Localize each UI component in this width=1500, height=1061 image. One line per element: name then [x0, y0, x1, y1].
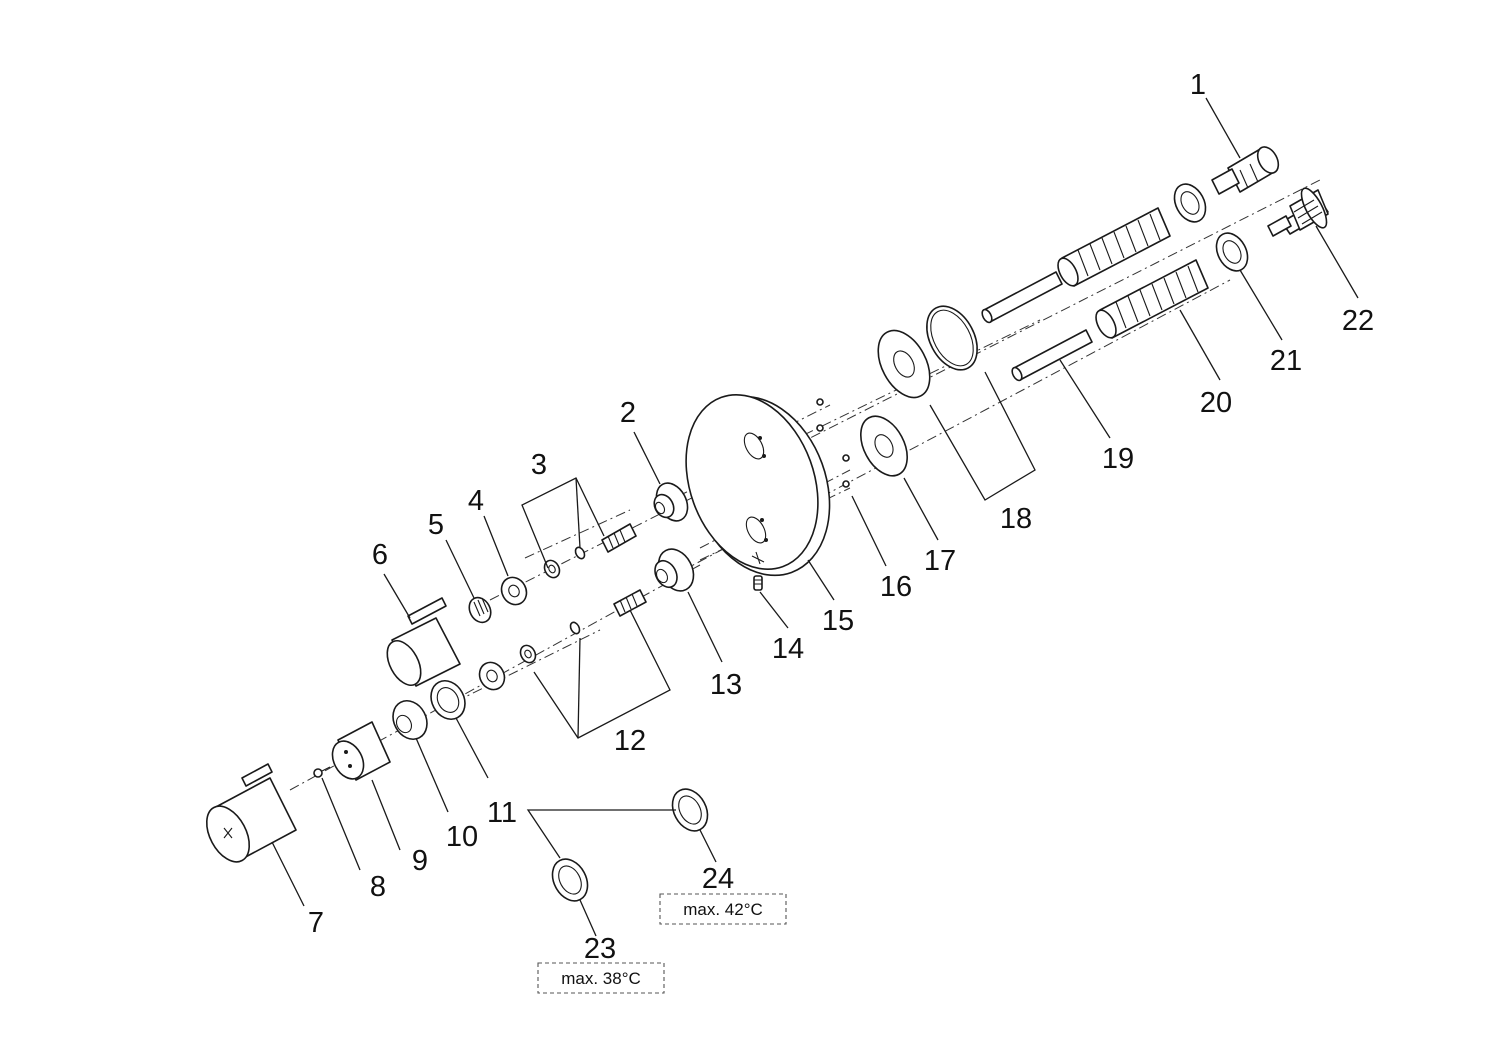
- label-part-2: 2: [620, 397, 636, 429]
- label-part-20: 20: [1200, 387, 1232, 419]
- part-labels: 1 2 3 4 5 6 7 8 9 10 11 12 13 14 15 16 1…: [308, 69, 1374, 965]
- note-max-42-text: max. 42°C: [683, 900, 763, 919]
- part-12-washer: [569, 621, 581, 635]
- part-24-limiter: [671, 788, 709, 832]
- part-20-sleeve-upper: [1057, 207, 1171, 287]
- part-10-nut: [392, 700, 428, 740]
- part-6-handle: [386, 597, 461, 687]
- label-part-18: 18: [1000, 503, 1032, 535]
- label-part-11: 11: [487, 797, 517, 829]
- note-max-38-text: max. 38°C: [561, 969, 641, 988]
- part-18-rosette: [877, 329, 931, 399]
- part-22-cartridge: [1267, 187, 1329, 237]
- label-part-3: 3: [531, 449, 547, 481]
- part-19-tube-upper: [981, 271, 1063, 324]
- label-part-17: 17: [924, 545, 956, 577]
- part-2-spindle: [653, 482, 689, 522]
- label-part-10: 10: [446, 821, 478, 853]
- label-part-16: 16: [880, 571, 912, 603]
- part-11-ring: [430, 680, 466, 720]
- part-4-nut: [500, 576, 528, 606]
- label-part-19: 19: [1102, 443, 1134, 475]
- part-9-handle-base: [331, 721, 391, 781]
- note-max-42: max. 42°C: [659, 893, 787, 925]
- part-17-rosette: [860, 415, 908, 477]
- label-part-5: 5: [428, 509, 444, 541]
- label-part-7: 7: [308, 907, 324, 939]
- part-7-handle-cap: [205, 763, 297, 863]
- part-21-nut: [1215, 232, 1249, 272]
- part-18-o-ring: [926, 305, 978, 371]
- part-3-sleeve: [543, 559, 561, 579]
- label-part-21: 21: [1270, 345, 1302, 377]
- label-part-13: 13: [710, 669, 742, 701]
- label-part-12: 12: [614, 725, 646, 757]
- lower-nut: [478, 661, 506, 691]
- part-15-cover-plate: [685, 394, 831, 577]
- label-part-8: 8: [370, 871, 386, 903]
- part-23-limiter: [551, 858, 589, 902]
- label-part-1: 1: [1190, 69, 1206, 101]
- label-part-15: 15: [822, 605, 854, 637]
- upper-nut: [1173, 183, 1207, 223]
- label-part-22: 22: [1342, 305, 1374, 337]
- part-12-sleeve: [519, 644, 537, 664]
- label-part-23: 23: [584, 933, 616, 965]
- part-19-tube-lower: [1011, 329, 1093, 382]
- part-14-grub-screw: [753, 575, 763, 591]
- leader-lines: [271, 97, 1359, 937]
- label-part-9: 9: [412, 845, 428, 877]
- note-max-38: max. 38°C: [537, 962, 665, 994]
- part-16-screws: [816, 398, 850, 488]
- label-part-14: 14: [772, 633, 804, 665]
- part-3-washer: [574, 546, 586, 560]
- part-5-adapter: [468, 596, 492, 624]
- label-part-6: 6: [372, 539, 388, 571]
- part-1-cartridge: [1211, 146, 1280, 195]
- part-8-screw: [313, 766, 331, 778]
- part-20-sleeve-lower: [1095, 259, 1209, 339]
- part-12-pin: [613, 589, 647, 617]
- part-3-pin: [601, 523, 637, 553]
- part-13-spindle: [654, 548, 695, 592]
- label-part-4: 4: [468, 485, 484, 517]
- label-part-24: 24: [702, 863, 734, 895]
